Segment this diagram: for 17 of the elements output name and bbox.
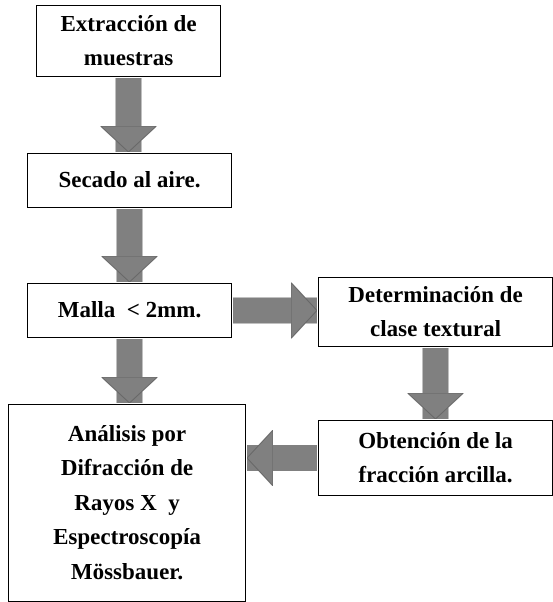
step-label: Secado al aire. bbox=[58, 166, 201, 194]
process-box bbox=[36, 5, 221, 77]
step-label: Análisis por Difracción de Rayos X y Espectroscopía Mössbauer. bbox=[52, 420, 202, 586]
process-box bbox=[8, 404, 246, 602]
step-label: Extracción de muestras bbox=[59, 10, 198, 72]
step-label: Malla < 2mm. bbox=[58, 296, 202, 324]
block-arrow bbox=[101, 209, 158, 282]
block-arrow bbox=[246, 430, 317, 486]
process-box bbox=[27, 153, 232, 208]
block-arrow bbox=[101, 339, 158, 404]
process-box bbox=[318, 277, 553, 347]
step-label: Determinación de clase textural bbox=[347, 280, 524, 343]
process-box bbox=[318, 420, 553, 496]
step-label: Obtención de la fracción arcilla. bbox=[357, 426, 514, 489]
block-arrow bbox=[233, 282, 318, 339]
block-arrow bbox=[100, 78, 157, 152]
process-box bbox=[27, 283, 232, 338]
